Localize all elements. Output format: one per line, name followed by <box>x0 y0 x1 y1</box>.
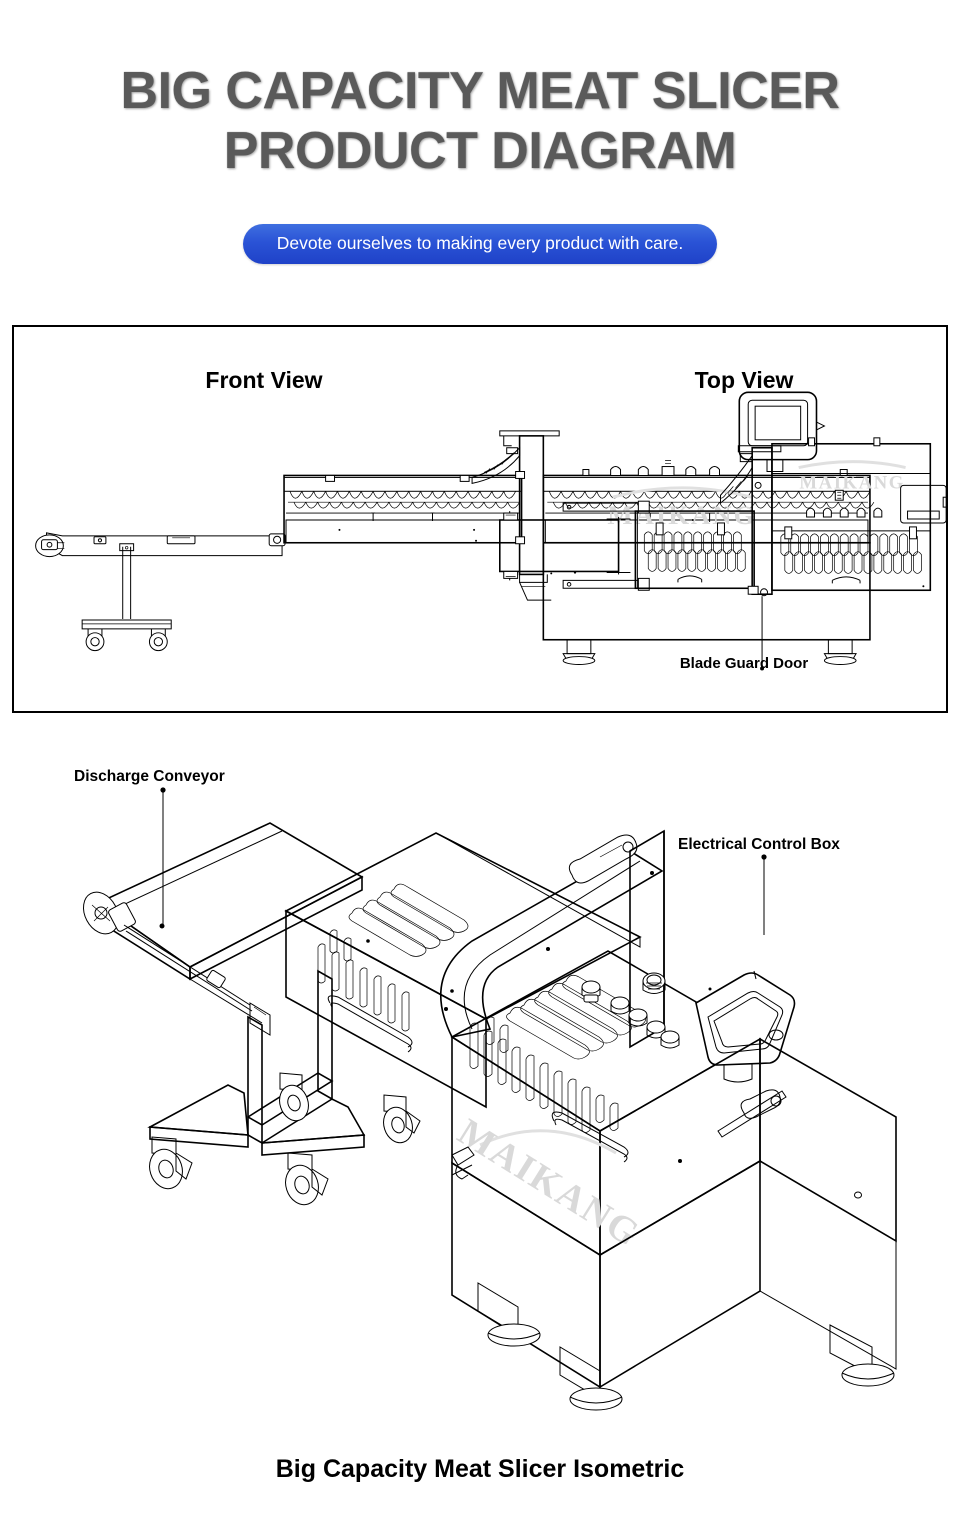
top-view-title: Top View <box>694 367 794 393</box>
page-title-line-2: PRODUCT DIAGRAM <box>223 122 737 180</box>
iso-caster-rear-right <box>383 1094 421 1144</box>
iso-side-door-handle <box>451 1146 475 1180</box>
iso-group: MAIKANG <box>82 787 897 1411</box>
iso-caster-front-left <box>149 1136 193 1190</box>
front-view-title: Front View <box>205 367 323 393</box>
iso-left-blade-slots <box>317 883 469 1032</box>
iso-leveling-feet <box>477 1282 895 1411</box>
leader-dot-electrical-control-box <box>761 854 767 860</box>
front-view-brand-logo: MAIKANG <box>607 500 756 530</box>
top-control-knobs <box>806 489 883 518</box>
iso-brand-logo-text: MAIKANG <box>451 1111 648 1256</box>
callout-discharge-conveyor: Discharge Conveyor <box>74 768 225 785</box>
iso-hmi-touchscreen <box>695 970 796 1083</box>
iso-caster-front-right <box>285 1152 329 1206</box>
top-right-blade-slots <box>780 533 922 574</box>
top-view-group: MAIKANG <box>499 437 946 671</box>
views-panel: Front View Top View Blade Guard Door <box>12 325 948 713</box>
isometric-drawing: MAIKANG <box>82 787 897 1411</box>
callout-electrical-control-box: Electrical Control Box <box>678 836 840 853</box>
top-discharge-conveyor <box>499 500 650 591</box>
iso-control-buttons <box>581 972 680 1049</box>
tagline-container: Devote ourselves to making every product… <box>0 224 960 264</box>
top-view-brand-logo: MAIKANG <box>799 472 904 493</box>
iso-cart-frame <box>147 969 421 1206</box>
iso-leader-lines <box>160 787 767 935</box>
front-main-machine-body: MAIKANG <box>542 460 875 665</box>
top-view-drawing: MAIKANG <box>499 437 946 671</box>
front-view-group: MAIKANG <box>35 391 875 665</box>
iso-left-blade-housing <box>284 832 642 1109</box>
leader-dot-discharge-conveyor <box>160 787 166 793</box>
front-control-knobs <box>582 460 848 476</box>
page-title-line-1: BIG CAPACITY MEAT SLICER <box>120 62 840 120</box>
iso-control-panel-slots <box>469 974 646 1133</box>
iso-main-cabinet: MAIKANG <box>450 829 897 1411</box>
front-discharge-conveyor <box>35 532 286 652</box>
iso-top-handle <box>568 834 638 884</box>
top-left-blade-slots <box>643 531 746 572</box>
front-left-blade-teeth <box>288 491 520 509</box>
iso-brand-logo: MAIKANG <box>451 1111 648 1256</box>
top-main-machine-body: MAIKANG <box>771 437 946 592</box>
tagline-badge: Devote ourselves to making every product… <box>242 224 718 264</box>
iso-curved-transfer-guard <box>439 834 664 1038</box>
blade-guard-door-label: Blade Guard Door <box>679 655 809 672</box>
iso-caster-rear-left <box>279 1072 309 1122</box>
top-left-blade-housing <box>634 510 755 590</box>
front-left-blade-housing <box>283 474 523 544</box>
page-header: BIG CAPACITY MEAT SLICER PRODUCT DIAGRAM… <box>0 0 960 300</box>
front-view-drawing: MAIKANG <box>35 391 875 665</box>
isometric-section: MAIKANG <box>0 735 960 1514</box>
isometric-caption: Big Capacity Meat Slicer Isometric <box>275 1455 685 1483</box>
iso-discharge-conveyor <box>82 822 364 1036</box>
front-hmi-touchscreen <box>738 391 826 472</box>
